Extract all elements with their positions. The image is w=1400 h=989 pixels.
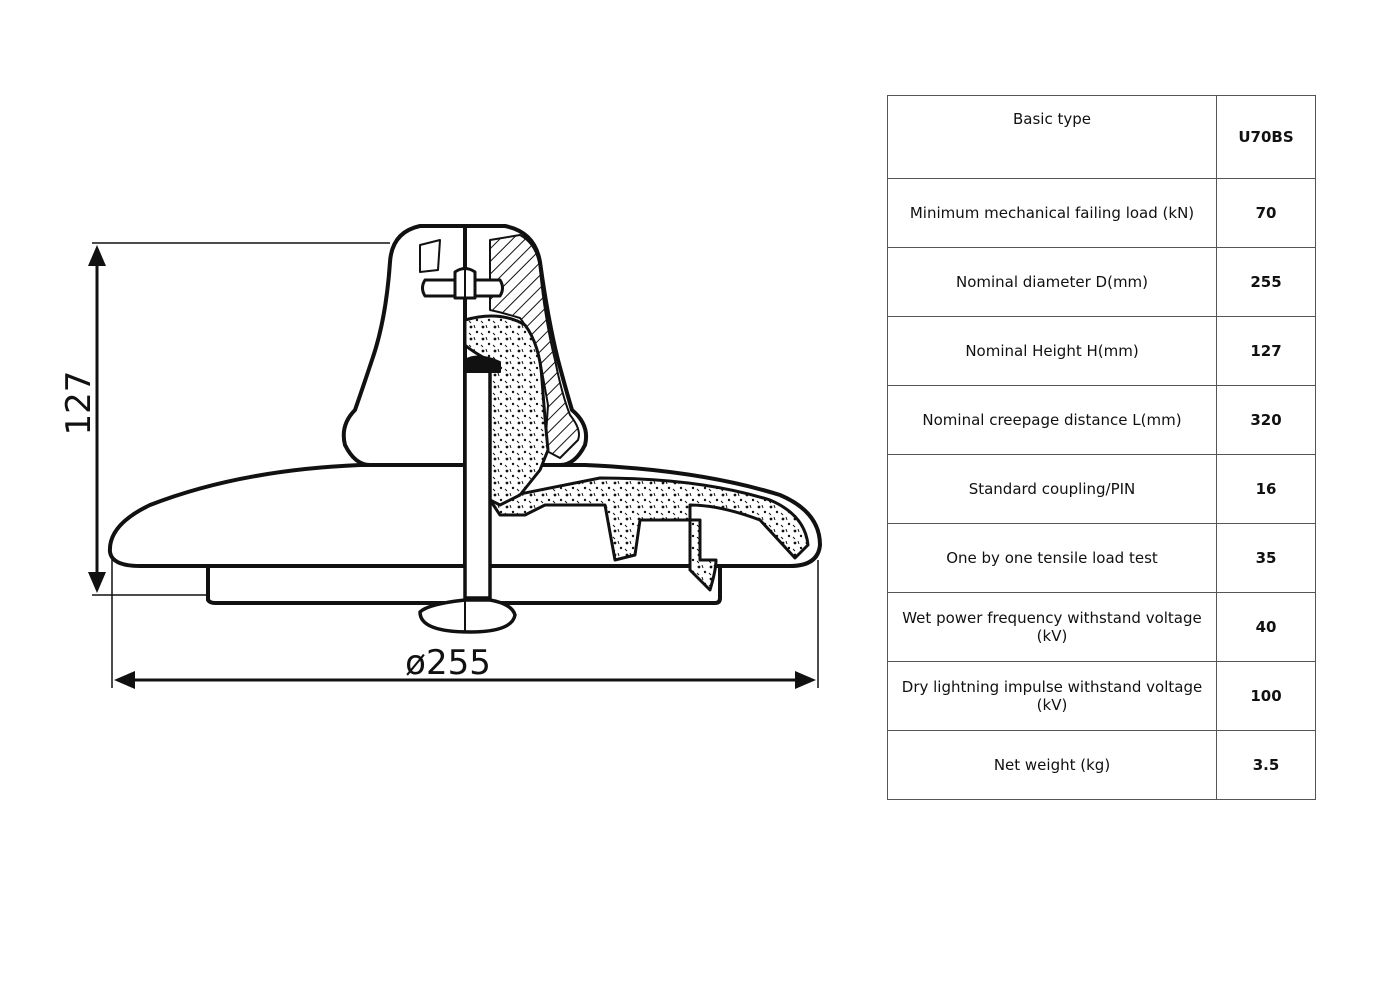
value-cell: 100: [1216, 661, 1316, 731]
parameter-cell: Nominal Height H(mm): [887, 316, 1217, 386]
cap-hatch: [489, 234, 580, 459]
parameter-cell: Net weight (kg): [887, 730, 1217, 800]
table-row: Nominal creepage distance L(mm)320: [887, 385, 1316, 455]
insulator-body: [107, 224, 822, 634]
value-cell: 127: [1216, 316, 1316, 386]
value-cell: 35: [1216, 523, 1316, 593]
parameter-cell: One by one tensile load test: [887, 523, 1217, 593]
table-row: Minimum mechanical failing load (kN)70: [887, 178, 1316, 248]
parameter-cell: Wet power frequency withstand voltage (k…: [887, 592, 1217, 662]
parameter-cell: Nominal creepage distance L(mm): [887, 385, 1217, 455]
table-row: Wet power frequency withstand voltage (k…: [887, 592, 1316, 662]
parameter-cell: Basic type: [887, 95, 1217, 179]
parameter-cell: Standard coupling/PIN: [887, 454, 1217, 524]
value-cell: 40: [1216, 592, 1316, 662]
cap-left: [341, 224, 467, 467]
value-cell: 70: [1216, 178, 1316, 248]
table-row: Nominal Height H(mm)127: [887, 316, 1316, 386]
value-cell: 320: [1216, 385, 1316, 455]
shed-left: [107, 463, 467, 568]
diameter-label: ø255: [405, 643, 491, 683]
diameter-dimension: [111, 540, 819, 689]
insulator-drawing: 127 ø255: [59, 224, 822, 689]
table-row: Nominal diameter D(mm)255: [887, 247, 1316, 317]
value-cell: U70BS: [1216, 95, 1316, 179]
cement-section: [488, 476, 810, 592]
value-cell: 16: [1216, 454, 1316, 524]
table-row: Dry lightning impulse withstand voltage …: [887, 661, 1316, 731]
parameter-cell: Minimum mechanical failing load (kN): [887, 178, 1217, 248]
pin-ball: [464, 355, 501, 373]
value-cell: 3.5: [1216, 730, 1316, 800]
cap-cement: [463, 314, 550, 507]
height-label: 127: [59, 371, 99, 436]
pin: [463, 363, 492, 600]
parameter-cell: Nominal diameter D(mm): [887, 247, 1217, 317]
parameter-cell: Dry lightning impulse withstand voltage …: [887, 661, 1217, 731]
value-cell: 255: [1216, 247, 1316, 317]
table-row: Net weight (kg)3.5: [887, 730, 1316, 800]
pin-head: [418, 598, 517, 634]
